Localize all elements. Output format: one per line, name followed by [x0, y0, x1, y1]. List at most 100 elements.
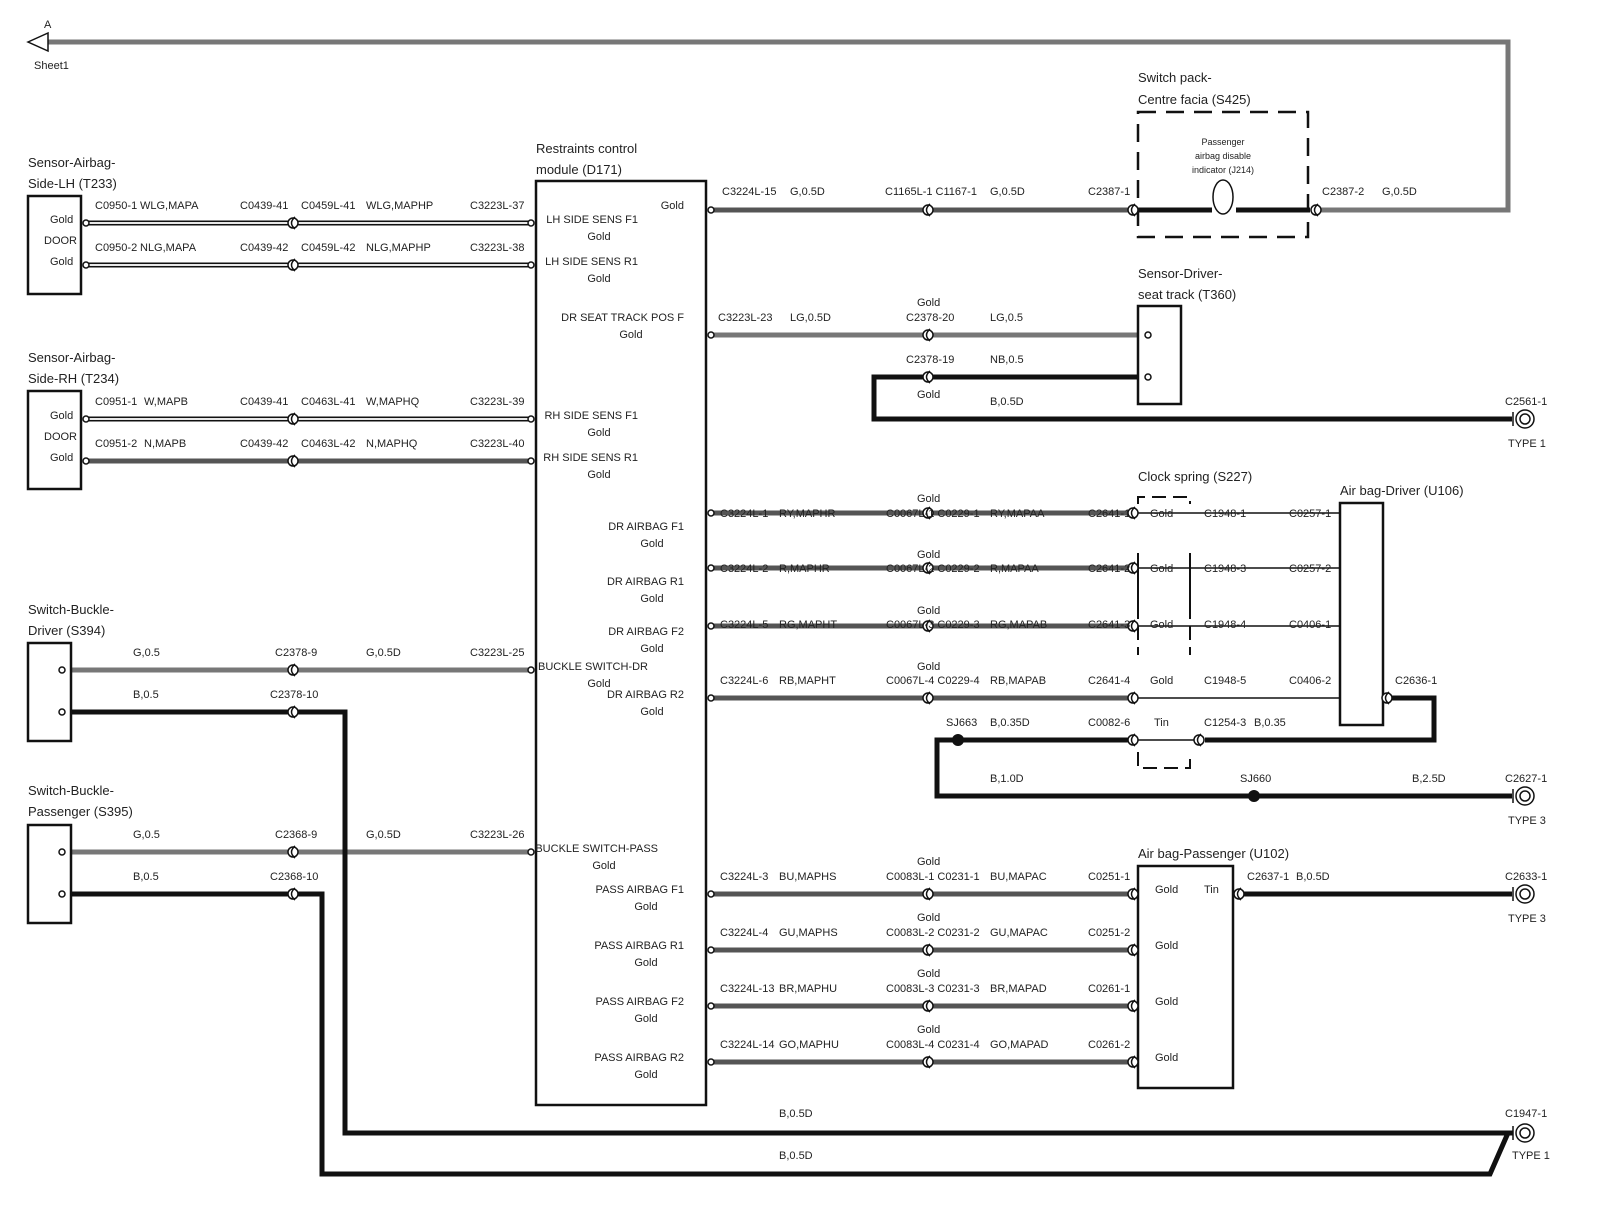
rcm-pin-finish: Gold — [640, 538, 663, 550]
wire-label: B,0.5D — [990, 396, 1024, 408]
wire-label: C2378-19 — [906, 354, 954, 366]
buckle-pass-box — [26, 823, 73, 925]
wire-label: C3224L-4 — [720, 927, 768, 939]
pin-terminal — [82, 415, 90, 423]
wire-label: C0067L-3 C0229-3 — [886, 619, 980, 631]
wire-label: NLG,MAPA — [140, 242, 197, 254]
sensor-lh-box — [26, 194, 83, 296]
wire-label: Gold — [917, 493, 940, 505]
wire-label: C2368-10 — [270, 871, 318, 883]
wire-label: W,MAPHQ — [366, 396, 420, 408]
pin-terminal — [58, 708, 66, 716]
wire-label: C2387-2 — [1322, 186, 1364, 198]
pin-terminal — [1144, 331, 1152, 339]
wire-label: GO,MAPAD — [990, 1039, 1049, 1051]
wire-label: C0463L-42 — [301, 438, 355, 450]
sensor-rh-pin2: Gold — [50, 452, 73, 464]
switch-pack-dashed-box — [1136, 110, 1310, 239]
sensor-lh-title-2: Side-LH (T233) — [28, 176, 117, 191]
buckle-pass-title-2: Passenger (S395) — [28, 804, 133, 819]
ground-c1947-icon — [1512, 1123, 1535, 1143]
sensor-rh-door: DOOR — [44, 431, 77, 443]
airbag-pass-box — [1136, 864, 1235, 1090]
wire-label: C1165L-1 C1167-1 — [885, 186, 977, 198]
wire-label: C0459L-42 — [301, 242, 355, 254]
components-layer — [26, 110, 1385, 1107]
pin-terminal — [58, 890, 66, 898]
connector-21 — [1127, 733, 1139, 747]
airbag-driver-box — [1338, 501, 1385, 727]
wire-label: C0951-1 — [95, 396, 137, 408]
wire-label: WLG,MAPA — [140, 200, 199, 212]
rcm-pin-finish: Gold — [587, 273, 610, 285]
rcm-pin-finish: Gold — [587, 469, 610, 481]
wire-label: C0406-2 — [1289, 675, 1331, 687]
wire-label: TYPE 3 — [1508, 815, 1546, 827]
wire-label: G,0.5D — [366, 647, 401, 659]
wire-label: C0439-42 — [240, 242, 288, 254]
wire-sheet-return — [40, 39, 1511, 213]
wire-label: Gold — [1150, 563, 1173, 575]
sensor-lh-pin2: Gold — [50, 256, 73, 268]
wire-label: C0439-41 — [240, 200, 288, 212]
indicator-label-1: Passenger — [1201, 137, 1244, 147]
wire-label: RG,MAPAB — [990, 619, 1047, 631]
wire-label: C0257-2 — [1289, 563, 1331, 575]
wire-label: N,MAPB — [144, 438, 186, 450]
rcm-pin-finish: Gold — [587, 678, 610, 690]
clock-spring-title: Clock spring (S227) — [1138, 469, 1252, 484]
pin-terminal — [707, 946, 715, 954]
wire-buckle-pass-ground — [62, 891, 1513, 1177]
wire-label: C0082-6 — [1088, 717, 1130, 729]
wire-label: LG,0.5D — [790, 312, 831, 324]
connector-27 — [1127, 887, 1139, 901]
wire-label: Gold — [1150, 619, 1173, 631]
splice-sj663 — [952, 734, 964, 746]
ground-c2633-icon — [1512, 884, 1535, 904]
wire-label: C3223L-25 — [470, 647, 524, 659]
wire-label: B,2.5D — [1412, 773, 1446, 785]
wire-label: C0261-1 — [1088, 983, 1130, 995]
connector-11 — [922, 328, 934, 342]
rcm-pin-label: DR AIRBAG R1 — [607, 576, 684, 588]
pin-terminal — [527, 666, 535, 674]
wire-label: C3223L-37 — [470, 200, 524, 212]
rcm-pin-label: PASS AIRBAG R1 — [594, 940, 684, 952]
pin-terminal — [707, 622, 715, 630]
connector-3 — [287, 454, 299, 468]
rcm-pin-label: DR AIRBAG F1 — [608, 521, 684, 533]
connector-20 — [1127, 691, 1139, 705]
indicator-label-2: airbag disable — [1195, 151, 1251, 161]
wire-label: BR,MAPHU — [779, 983, 837, 995]
wire-label: C2641-3 — [1088, 619, 1130, 631]
ground-c2627-icon — [1512, 786, 1535, 806]
wire-label: SJ663 — [946, 717, 977, 729]
connector-1 — [287, 258, 299, 272]
wire-label: RY,MAPHR — [779, 508, 836, 520]
wire-label: C0261-2 — [1088, 1039, 1130, 1051]
wire-label: G,0.5D — [1382, 186, 1417, 198]
wire-label: C0083L-2 C0231-2 — [886, 927, 980, 939]
rcm-pin-finish: Gold — [619, 329, 642, 341]
wire-label: Gold — [917, 297, 940, 309]
rcm-pin-finish: Gold — [592, 860, 615, 872]
pin-terminal — [527, 261, 535, 269]
wire-label: C3224L-1 — [720, 508, 768, 520]
wire-label: Gold — [1150, 508, 1173, 520]
connector-23 — [922, 887, 934, 901]
rcm-pin-finish: Gold — [587, 427, 610, 439]
wire-label: C3223L-40 — [470, 438, 524, 450]
wire-label: C0439-42 — [240, 438, 288, 450]
rcm-pin-finish: Gold — [640, 593, 663, 605]
wire-label: G,0.5D — [990, 186, 1025, 198]
rcm-title: Restraints control — [536, 141, 637, 156]
rcm-pin-label: PASS AIRBAG R2 — [594, 1052, 684, 1064]
buckle-driver-title-2: Driver (S394) — [28, 623, 105, 638]
connector-12 — [922, 370, 934, 384]
wire-label: Gold — [917, 389, 940, 401]
wire-label: RB,MAPAB — [990, 675, 1046, 687]
wire-driver-ground-b — [934, 737, 1512, 799]
wire-label: C2561-1 — [1505, 396, 1547, 408]
splice-sj660 — [1248, 790, 1260, 802]
wire-label: Gold — [1155, 1052, 1178, 1064]
